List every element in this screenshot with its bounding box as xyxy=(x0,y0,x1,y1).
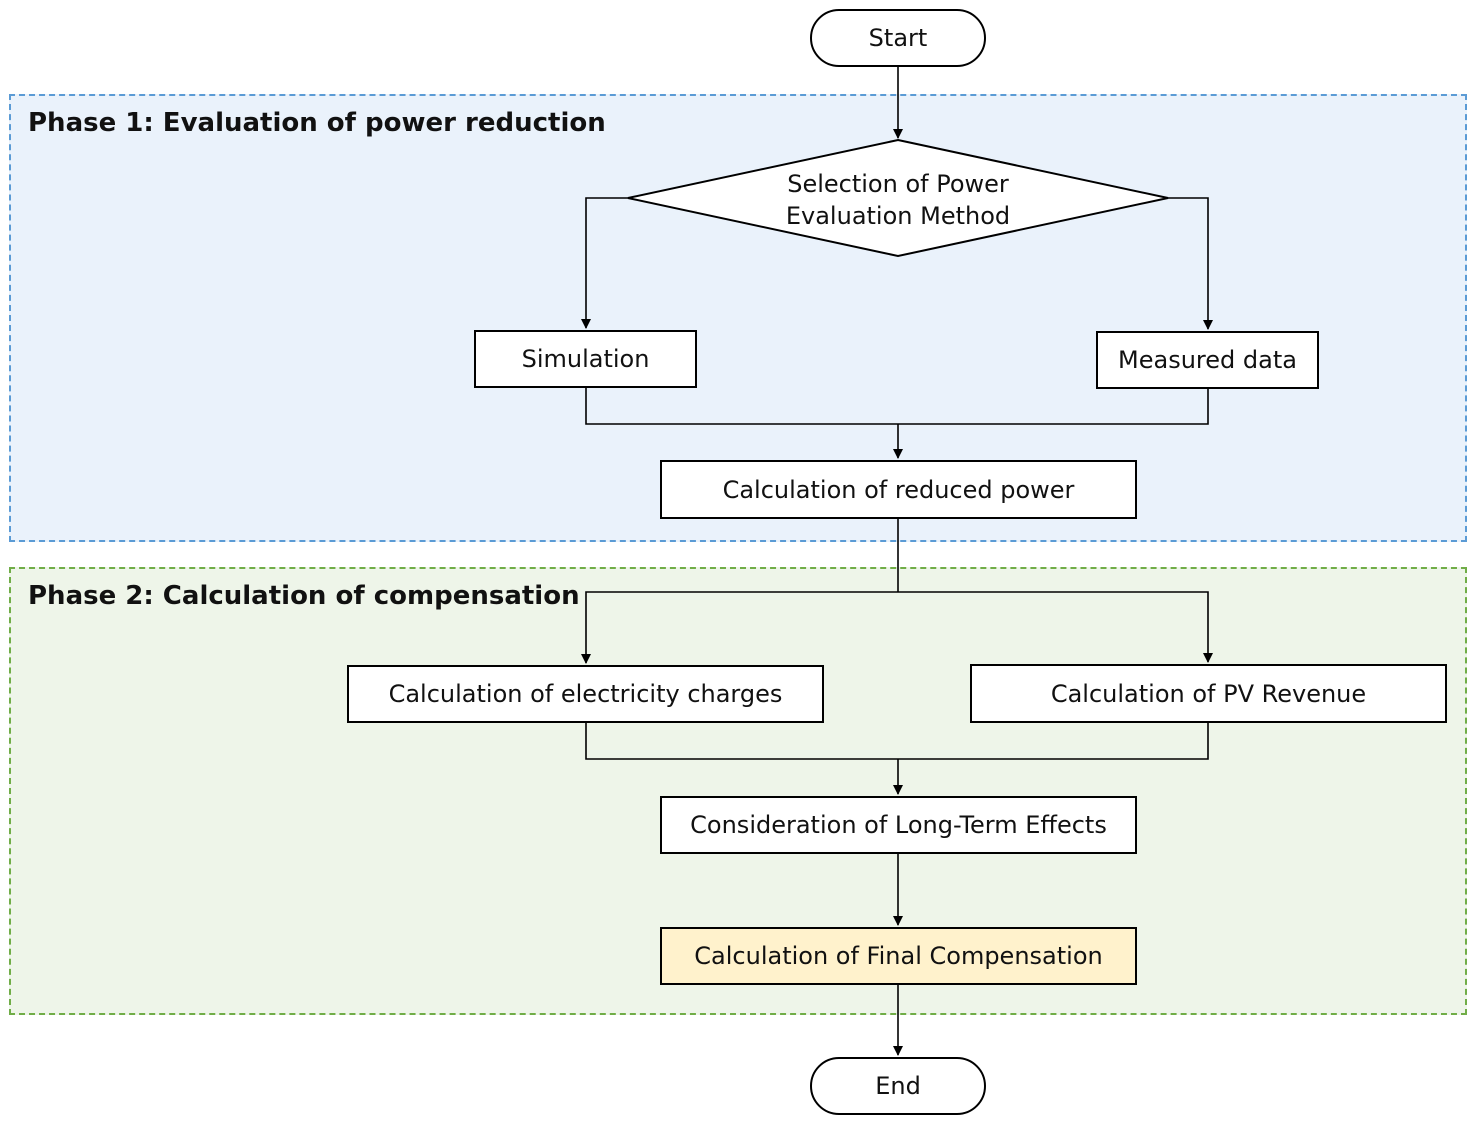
simulation-box: Simulation xyxy=(474,330,697,388)
decision-label-line2: Evaluation Method xyxy=(785,202,1011,230)
edge-split-electricity xyxy=(581,591,898,664)
phase1-title: Phase 1: Evaluation of power reduction xyxy=(28,108,606,138)
edge-split-pv xyxy=(898,591,1213,663)
end-label: End xyxy=(875,1072,921,1100)
long-term-effects-label: Consideration of Long-Term Effects xyxy=(690,811,1107,839)
reduced-power-label: Calculation of reduced power xyxy=(722,475,1075,504)
reduced-power-box: Calculation of reduced power xyxy=(660,460,1137,519)
decision-label-line1: Selection of Power xyxy=(787,170,1009,198)
final-compensation-label: Calculation of Final Compensation xyxy=(694,942,1103,970)
start-label: Start xyxy=(868,24,928,52)
pv-revenue-box: Calculation of PV Revenue xyxy=(970,664,1447,723)
edge-decision-simulation xyxy=(581,197,628,329)
decision-diamond xyxy=(627,138,1169,258)
simulation-label: Simulation xyxy=(521,345,650,373)
start-node: Start xyxy=(810,9,986,67)
measured-data-box: Measured data xyxy=(1096,331,1319,389)
edge-decision-measured xyxy=(1168,197,1213,330)
phase2-title: Phase 2: Calculation of compensation xyxy=(28,581,580,611)
electricity-charges-label: Calculation of electricity charges xyxy=(388,680,783,708)
measured-data-label: Measured data xyxy=(1118,346,1297,374)
electricity-charges-box: Calculation of electricity charges xyxy=(347,665,824,723)
end-node: End xyxy=(810,1057,986,1115)
long-term-effects-box: Consideration of Long-Term Effects xyxy=(660,796,1137,854)
final-compensation-box: Calculation of Final Compensation xyxy=(660,927,1137,985)
decision-label: Selection of Power Evaluation Method xyxy=(628,168,1168,232)
edge-phase2-merge xyxy=(585,723,1209,760)
pv-revenue-label: Calculation of PV Revenue xyxy=(1050,679,1367,708)
edge-simulation-merge xyxy=(585,388,1209,425)
